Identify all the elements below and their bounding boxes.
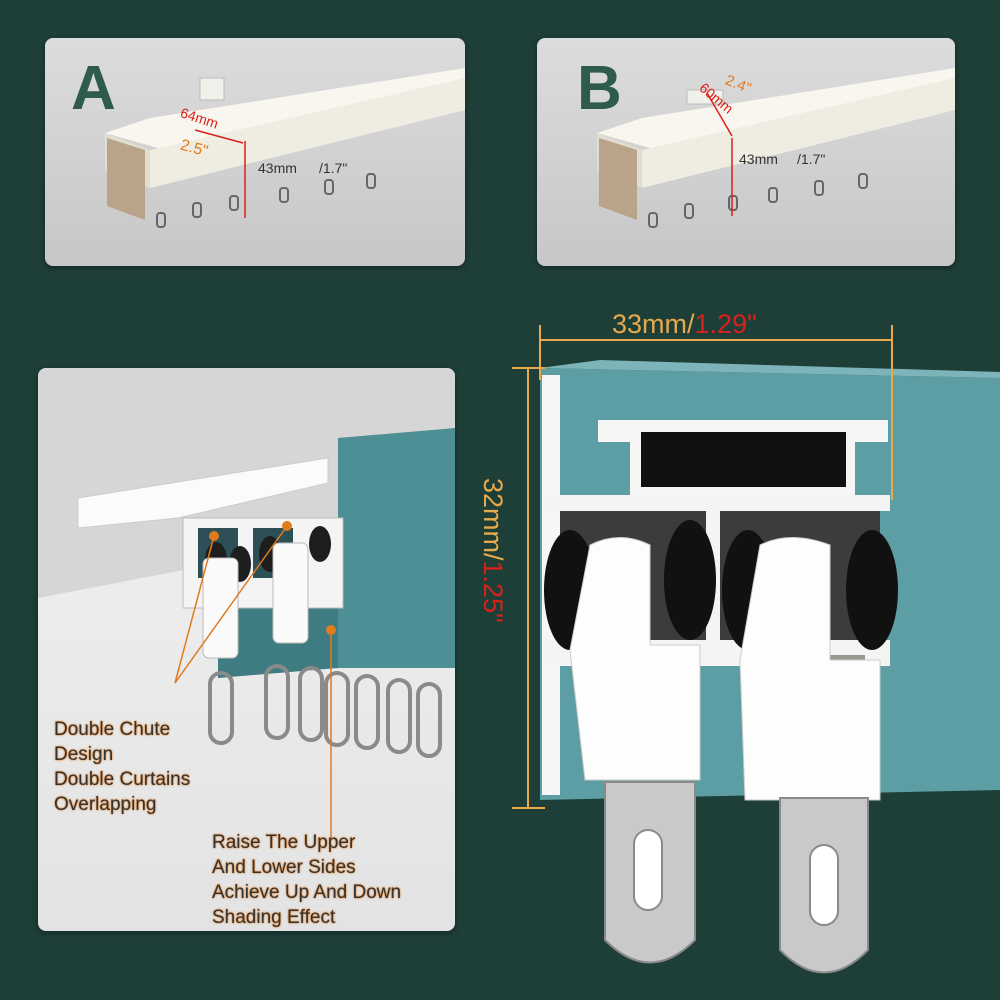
shading-effect-note-line-3: Achieve Up And Down (212, 882, 402, 903)
shading-effect-note-line-4: Shading Effect (212, 907, 336, 928)
width-in: 1.29" (694, 309, 757, 339)
double-chute-note-line-3: Double Curtains (54, 769, 191, 790)
width-dimension-label: 33mm/1.29" (612, 309, 757, 340)
double-chute-note-line-4: Overlapping (54, 794, 157, 815)
shading-effect-note-line-2: And Lower Sides (212, 857, 356, 878)
variant-a-track-illustration (105, 68, 465, 228)
height-mm: 32mm/ (478, 478, 508, 561)
variant-a-letter: A (71, 54, 116, 123)
double-chute-note-line-2: Design (54, 744, 114, 765)
variant-b-panel: B 2.4" 60mm 43mm /1.7" (537, 38, 955, 266)
variant-a-height-in: /1.7" (319, 160, 348, 176)
variant-b-height-mm: 43mm (739, 151, 778, 167)
double-chute-note: Double Chute Design Double Curtains Over… (54, 717, 190, 817)
variant-b-letter: B (577, 54, 622, 123)
variant-b-height-in: /1.7" (797, 151, 826, 167)
double-chute-note-line-1: Double Chute (54, 719, 171, 740)
variant-a-height-mm: 43mm (258, 160, 297, 176)
shading-effect-note-line-1: Raise The Upper (212, 832, 356, 853)
variant-b-track-illustration (597, 68, 955, 228)
height-in: 1.25" (478, 560, 508, 623)
track-detail-panel: Double Chute Design Double Curtains Over… (38, 368, 455, 931)
width-mm: 33mm/ (612, 309, 695, 339)
track-perspective-illustration (38, 368, 455, 838)
shading-effect-note: Raise The Upper And Lower Sides Achieve … (212, 830, 401, 930)
variant-a-panel: A 64mm 2.5" 43mm /1.7" (45, 38, 465, 266)
